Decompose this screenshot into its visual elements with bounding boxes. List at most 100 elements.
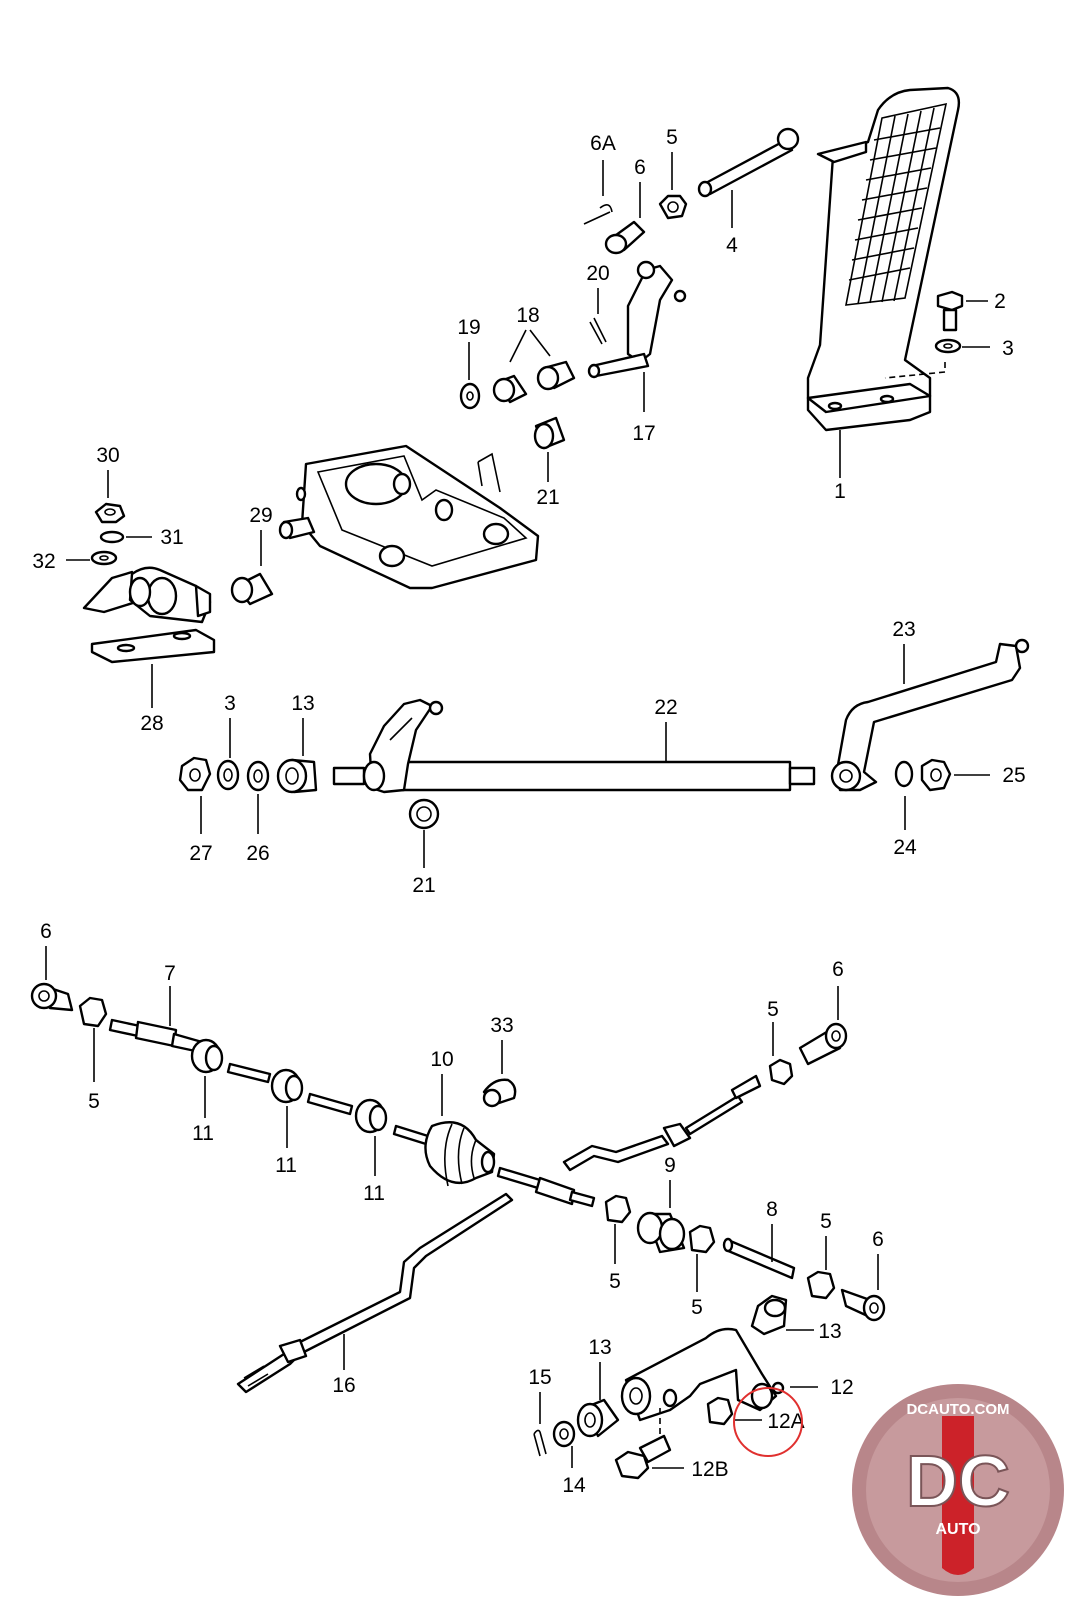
logo-sub-text: AUTO [935, 1521, 980, 1538]
label-11-c: 11 [363, 1182, 385, 1205]
logo-site-text: DCAUTO.COM [906, 1401, 1009, 1418]
push-rod-4 [697, 127, 800, 198]
label-20: 20 [586, 262, 609, 285]
label-16: 16 [332, 1374, 355, 1397]
label-23: 23 [892, 618, 915, 641]
washer-26 [246, 760, 270, 792]
nut-5-right [806, 1270, 836, 1300]
label-5-right: 5 [820, 1210, 832, 1233]
bolt-12B [614, 1434, 672, 1480]
label-5-left: 5 [88, 1090, 100, 1113]
label-4: 4 [726, 234, 738, 257]
cross-shaft-22 [332, 698, 816, 794]
ball-socket-6-upper-right [798, 1022, 848, 1066]
label-8: 8 [766, 1198, 778, 1221]
rod-segment-a [226, 1062, 272, 1084]
bolt-2 [936, 290, 964, 332]
label-13-right: 13 [818, 1320, 841, 1343]
dcauto-logo: DCAUTO.COM DC AUTO [852, 1384, 1064, 1596]
stud-8 [722, 1237, 796, 1280]
label-30: 30 [96, 444, 119, 467]
bushing-21-top [533, 416, 566, 450]
nut-5-right-center [688, 1224, 716, 1254]
label-6-top: 6 [634, 156, 646, 179]
bell-crank-12 [620, 1327, 785, 1422]
label-3-middle: 3 [224, 692, 236, 715]
bushing-13-lower [576, 1398, 620, 1438]
rod-segment-c [392, 1124, 430, 1146]
label-32: 32 [32, 550, 55, 573]
label-6-left: 6 [40, 920, 52, 943]
label-25: 25 [1002, 764, 1025, 787]
label-17: 17 [632, 422, 655, 445]
bushing-18-right [536, 360, 576, 391]
grommet-11-a [190, 1038, 224, 1074]
label-21-middle: 21 [412, 874, 435, 897]
label-11-b: 11 [275, 1154, 297, 1177]
washer-3-mid [216, 759, 240, 791]
leader-18a [509, 329, 527, 363]
rod-segment-e [534, 1176, 576, 1206]
label-24: 24 [893, 836, 917, 859]
ball-socket-6-right [840, 1288, 886, 1322]
rubber-boot-10 [424, 1121, 496, 1187]
label-12A: 12A [767, 1410, 804, 1433]
threaded-rod-7 [108, 1018, 204, 1054]
logo-letters: DC [906, 1442, 1010, 1522]
label-12B: 12B [691, 1458, 728, 1481]
label-5-right-center: 5 [691, 1296, 703, 1319]
grommet-11-b [270, 1068, 304, 1104]
label-6-upper-right: 6 [832, 958, 844, 981]
label-18: 18 [516, 304, 539, 327]
label-27: 27 [189, 842, 212, 865]
label-5-center: 5 [609, 1270, 621, 1293]
label-6A: 6A [590, 132, 616, 155]
clip-15 [533, 1429, 547, 1457]
nut-25 [920, 758, 952, 792]
label-5-upper-right: 5 [767, 998, 779, 1021]
label-11-a: 11 [192, 1122, 214, 1145]
sleeve-9 [636, 1211, 686, 1254]
accelerator-pedal [806, 86, 961, 432]
plug-33 [482, 1078, 517, 1108]
label-13-lower: 13 [588, 1336, 611, 1359]
label-33: 33 [490, 1014, 513, 1037]
grommet-11-c [354, 1098, 388, 1134]
label-2: 2 [994, 290, 1006, 313]
nut-5-upper-right [768, 1058, 794, 1086]
label-3-top: 3 [1002, 337, 1014, 360]
label-22: 22 [654, 696, 677, 719]
bushing-29 [230, 572, 274, 606]
bushing-18-left [492, 374, 528, 404]
ball-socket-6-top [604, 220, 646, 255]
nut-27 [178, 756, 212, 792]
label-5-top: 5 [666, 126, 678, 149]
throttle-rod-upper [562, 1074, 762, 1172]
washer-24 [894, 760, 914, 788]
label-6-right: 6 [872, 1228, 884, 1251]
label-7: 7 [164, 962, 176, 985]
nut-5-left [78, 996, 108, 1028]
rod-segment-f [568, 1190, 596, 1208]
bushing-21-middle [408, 798, 440, 830]
rod-segment-b [306, 1092, 354, 1116]
label-29: 29 [249, 504, 272, 527]
ball-socket-6-left [30, 982, 74, 1012]
label-31: 31 [160, 526, 183, 549]
label-28: 28 [140, 712, 163, 735]
washer-14 [552, 1420, 576, 1448]
washer-3 [934, 338, 962, 354]
throttle-rod-16 [236, 1192, 514, 1394]
leader-18b [529, 329, 551, 357]
highlight-circle [733, 1387, 803, 1457]
mount-bracket-28 [82, 566, 216, 664]
nut-5-top [658, 194, 688, 220]
washer-19 [459, 382, 481, 410]
label-1: 1 [834, 480, 846, 503]
split-pin-20 [589, 317, 607, 345]
leader-3-dash [884, 362, 946, 379]
bushing-13-mid [276, 758, 318, 794]
rod-segment-d [496, 1166, 542, 1190]
nut-12A [706, 1396, 734, 1426]
